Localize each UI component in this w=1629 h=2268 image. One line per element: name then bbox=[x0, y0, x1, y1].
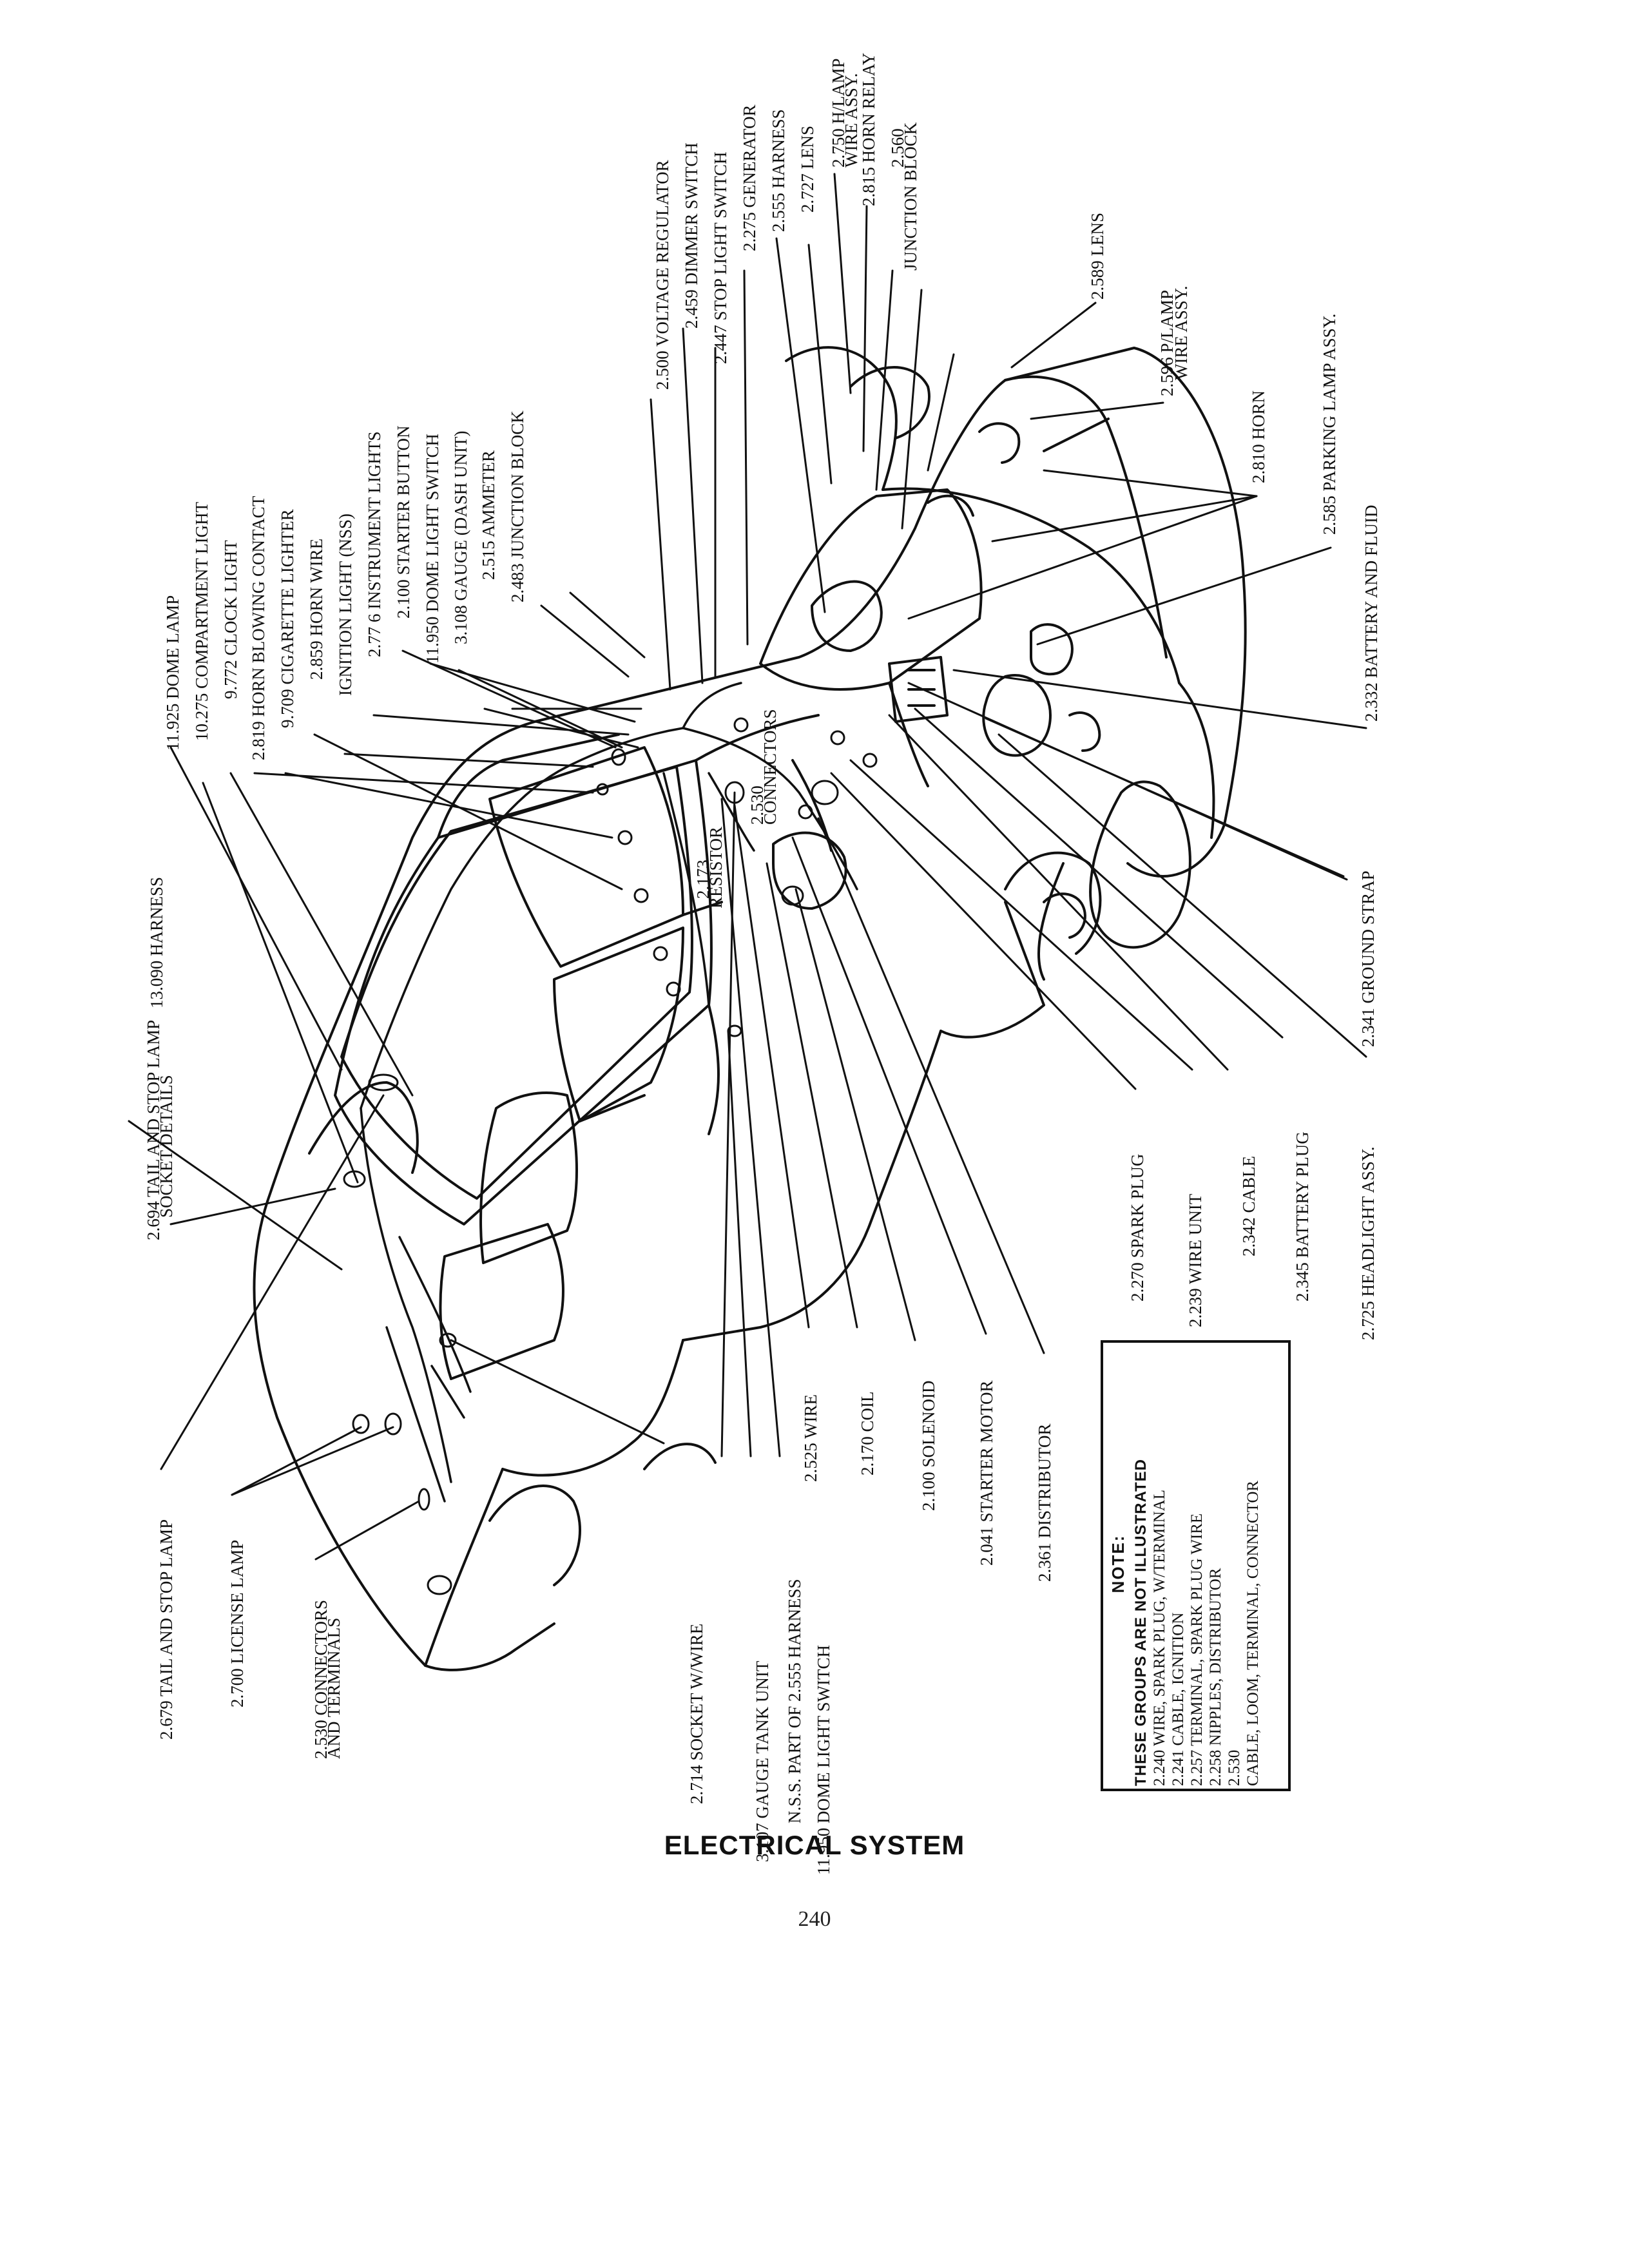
callout-label: 2.239 WIRE UNIT bbox=[1186, 1193, 1205, 1327]
callout-label: 2.810 HORN bbox=[1249, 390, 1268, 483]
callout-label: 2.041 STARTER MOTOR bbox=[977, 1380, 996, 1566]
callout-label: AND TERMINALS bbox=[324, 1617, 343, 1759]
note-line: 2.530 bbox=[1226, 1749, 1243, 1786]
callout-label: 13.090 HARNESS bbox=[147, 876, 166, 1008]
callout-label: WIRE ASSY. bbox=[1171, 285, 1191, 380]
callout-label: 2.345 BATTERY PLUG bbox=[1293, 1131, 1312, 1302]
callout-label: 9.709 CIGARETTE LIGHTER bbox=[278, 509, 297, 728]
side-windows bbox=[439, 746, 723, 1380]
callout-label: WIRE ASSY. bbox=[842, 73, 861, 168]
note-line: 2.257 TERMINAL, SPARK PLUG WIRE bbox=[1188, 1513, 1206, 1786]
callout-label: 2.589 LENS bbox=[1088, 213, 1107, 300]
callout-label: 3.108 GAUGE (DASH UNIT) bbox=[451, 430, 470, 644]
callout-label: 2.515 AMMETER bbox=[479, 450, 498, 580]
callout-label: 2.815 HORN RELAY bbox=[859, 52, 878, 206]
callout-label: 9.772 CLOCK LIGHT bbox=[221, 540, 240, 699]
note-title: NOTE: bbox=[1108, 1534, 1128, 1593]
callout-label: 2.447 STOP LIGHT SWITCH bbox=[711, 151, 730, 364]
callout-label: 2.270 SPARK PLUG bbox=[1128, 1153, 1147, 1302]
callout-label: 2.77 6 INSTRUMENT LIGHTS bbox=[365, 431, 384, 658]
callout-label: 2.700 LICENSE LAMP bbox=[227, 1539, 247, 1707]
engine-compartment bbox=[759, 366, 1110, 910]
callout-label: 11.950 DOME LIGHT SWITCH bbox=[423, 434, 442, 664]
callout-label: 2.819 HORN BLOWING CONTACT bbox=[249, 495, 268, 760]
callout-label: 2.555 HARNESS bbox=[769, 109, 788, 232]
note-line: 2.240 WIRE, SPARK PLUG, W/TERMINAL bbox=[1151, 1490, 1168, 1786]
callout-label: 2.525 WIRE bbox=[801, 1394, 820, 1482]
note-line: 2.258 NIPPLES, DISTRIBUTOR bbox=[1207, 1568, 1224, 1786]
callout-label: 2.483 JUNCTION BLOCK bbox=[508, 410, 527, 602]
callout-label: 2.361 DISTRIBUTOR bbox=[1035, 1423, 1054, 1582]
callout-label: 2.170 COIL bbox=[858, 1391, 877, 1476]
note-content: NOTE: THESE GROUPS ARE NOT ILLUSTRATED 2… bbox=[1108, 1341, 1262, 1786]
callout-label: 2.342 CABLE bbox=[1239, 1155, 1258, 1256]
callout-label: 2.859 HORN WIRE bbox=[307, 538, 326, 680]
car-body-outline bbox=[253, 346, 1247, 1671]
callout-label: CONNECTORS bbox=[760, 709, 780, 825]
callout-label: 2.500 VOLTAGE REGULATOR bbox=[653, 160, 672, 390]
callout-label: 2.275 GENERATOR bbox=[740, 104, 759, 251]
page-number: 240 bbox=[798, 1907, 831, 1931]
callout-label: SOCKET DETAILS bbox=[157, 1075, 176, 1218]
callout-label: 11.925 DOME LAMP bbox=[163, 595, 182, 751]
callout-label: 2.332 BATTERY AND FLUID bbox=[1362, 505, 1381, 722]
callout-label: 10.275 COMPARTMENT LIGHT bbox=[192, 501, 211, 741]
callout-label: 2.459 DIMMER SWITCH bbox=[682, 142, 701, 329]
callout-label: JUNCTION BLOCK bbox=[901, 122, 920, 271]
callout-label: IGNITION LIGHT (NSS) bbox=[336, 514, 355, 696]
note-box: NOTE: THESE GROUPS ARE NOT ILLUSTRATED 2… bbox=[1101, 1340, 1291, 1791]
leader-lines bbox=[128, 173, 1367, 1561]
note-line: CABLE, LOOM, TERMINAL, CONNECTOR bbox=[1244, 1480, 1262, 1786]
callout-label: 2.100 STARTER BUTTON bbox=[394, 425, 413, 619]
callout-label: 2.585 PARKING LAMP ASSY. bbox=[1320, 313, 1339, 535]
callout-label: 2.725 HEADLIGHT ASSY. bbox=[1358, 1146, 1378, 1340]
callout-label: 2.100 SOLENOID bbox=[919, 1380, 938, 1512]
page-caption: ELECTRICAL SYSTEM bbox=[664, 1830, 965, 1860]
wheels bbox=[488, 851, 1102, 1586]
callout-label: RESISTOR bbox=[706, 826, 726, 908]
callout-label: 2.341 GROUND STRAP bbox=[1358, 870, 1378, 1047]
note-subtitle: THESE GROUPS ARE NOT ILLUSTRATED bbox=[1132, 1458, 1150, 1786]
callout-label: 2.714 SOCKET W/WIRE bbox=[687, 1623, 706, 1804]
wiring-harness bbox=[360, 682, 858, 1503]
callout-label: 2.727 LENS bbox=[798, 126, 817, 213]
callout-label: 2.679 TAIL AND STOP LAMP bbox=[157, 1519, 176, 1740]
callout-label: N.S.S. PART OF 2.555 HARNESS bbox=[785, 1579, 804, 1823]
note-line: 2.241 CABLE, IGNITION bbox=[1170, 1612, 1187, 1786]
